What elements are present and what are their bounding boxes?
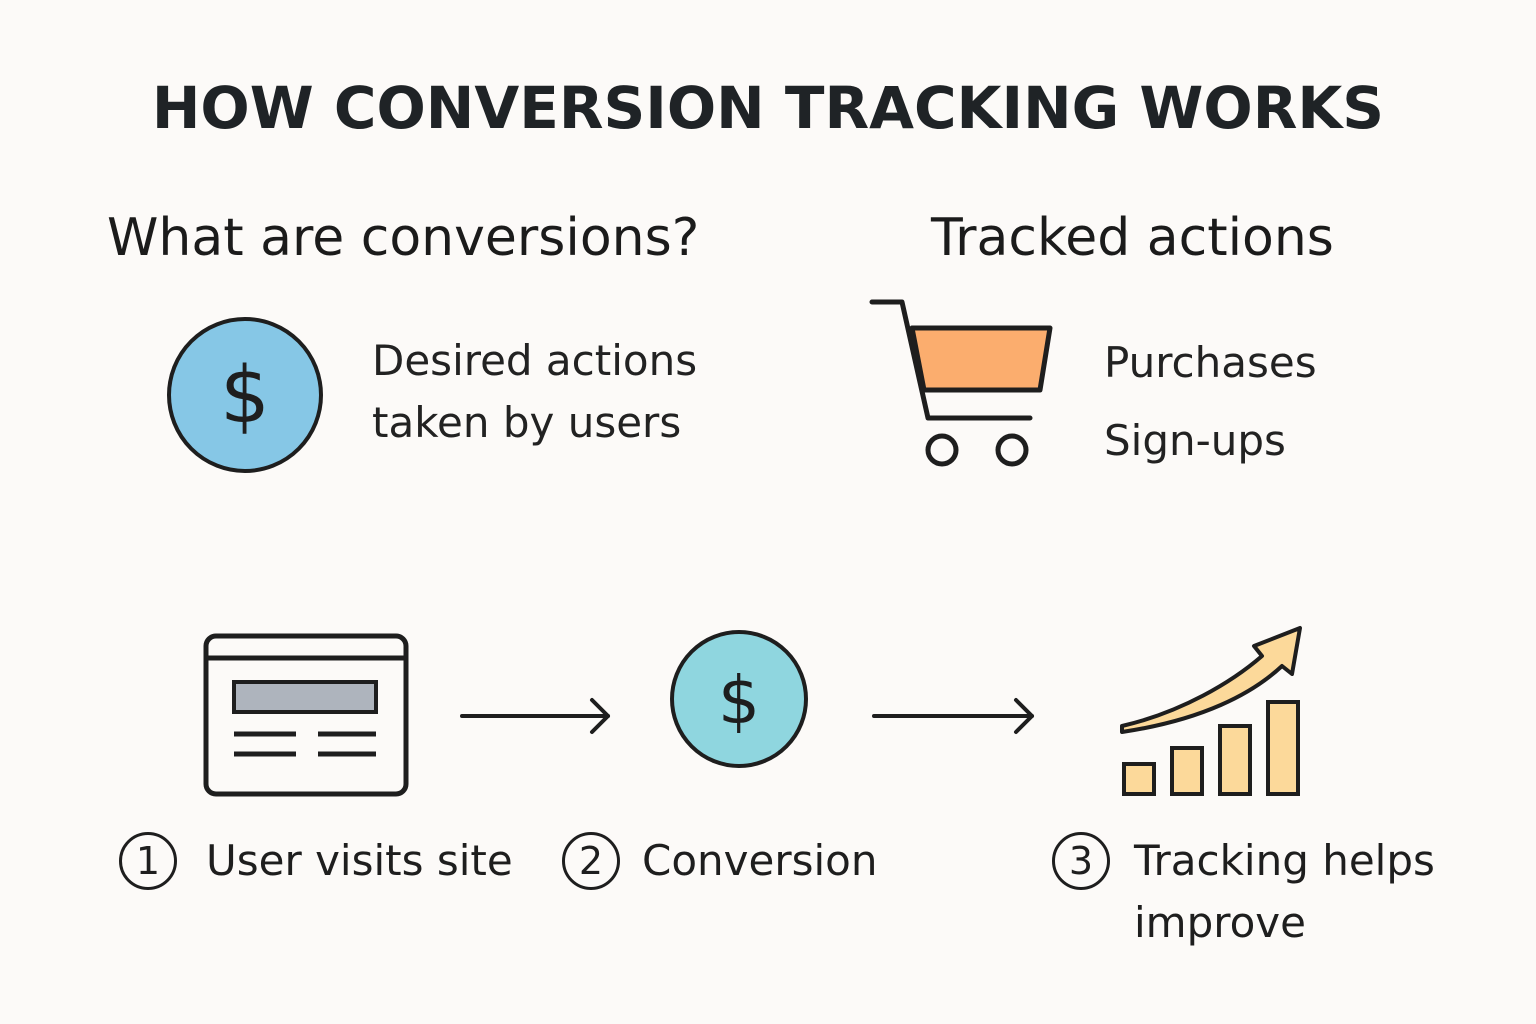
action-sign-ups: Sign-ups [1104, 416, 1286, 465]
conversions-description-line1: Desired actions [372, 336, 698, 385]
svg-text:$: $ [718, 662, 760, 739]
shopping-cart-icon [869, 299, 1053, 467]
step-label-improve: improve [1134, 898, 1306, 947]
page-title: HOW CONVERSION TRACKING WORKS [151, 74, 1385, 142]
step-label-tracking-helps: Tracking helps [1134, 836, 1435, 885]
webpage-icon [203, 633, 409, 797]
step-label-conversion: Conversion [642, 836, 878, 885]
action-purchases: Purchases [1104, 338, 1317, 387]
conversions-description-line2: taken by users [372, 398, 682, 447]
tracked-actions-heading: Tracked actions [931, 208, 1334, 268]
dollar-coin-icon: $ [670, 630, 808, 768]
svg-text:$: $ [220, 351, 270, 441]
conversions-heading: What are conversions? [107, 208, 700, 268]
step-number-3: 3 [1052, 832, 1110, 890]
arrow-right-icon [460, 698, 610, 734]
growth-chart-icon [1120, 626, 1302, 796]
step-number-2: 2 [562, 832, 620, 890]
dollar-coin-icon: $ [167, 317, 323, 473]
step-number-1: 1 [119, 832, 177, 890]
step-label-user-visits-site: User visits site [206, 836, 513, 885]
arrow-right-icon [872, 698, 1034, 734]
